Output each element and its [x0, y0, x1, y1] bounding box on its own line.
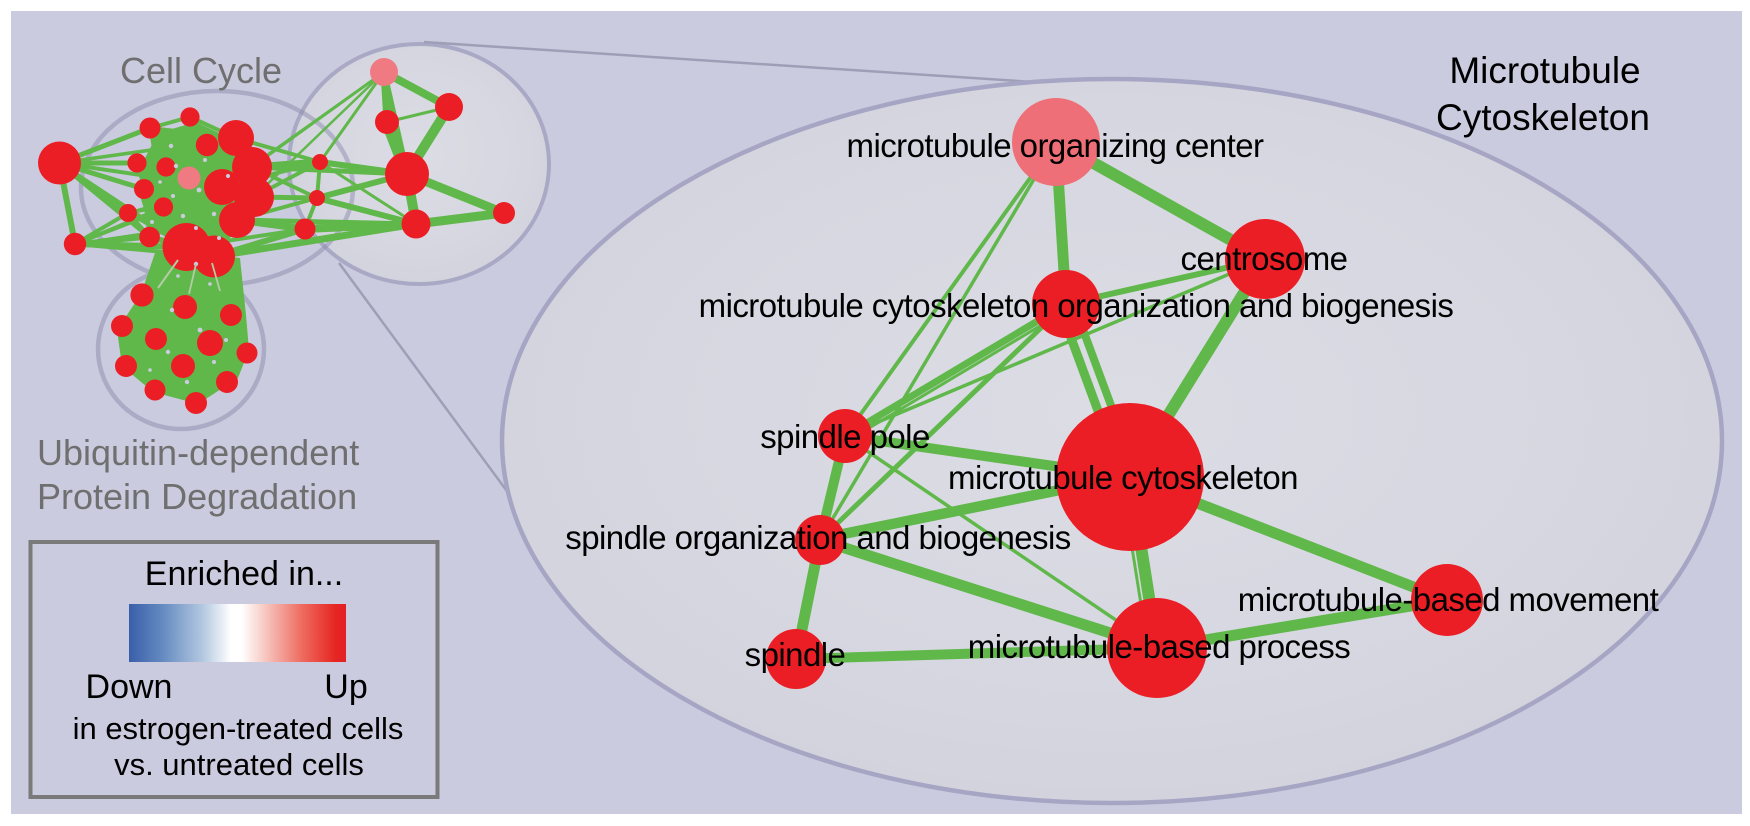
svg-text:Microtubule: Microtubule — [1449, 50, 1640, 91]
svg-text:Protein Degradation: Protein Degradation — [37, 476, 357, 517]
svg-text:Enriched in...: Enriched in... — [145, 555, 343, 593]
svg-text:in estrogen-treated cells: in estrogen-treated cells — [73, 711, 404, 746]
svg-text:microtubule cytoskeleton: microtubule cytoskeleton — [948, 459, 1298, 496]
svg-text:vs. untreated cells: vs. untreated cells — [114, 747, 364, 782]
svg-text:spindle organization and bioge: spindle organization and biogenesis — [565, 519, 1071, 556]
svg-text:Cell Cycle: Cell Cycle — [120, 50, 282, 91]
svg-text:spindle pole: spindle pole — [760, 418, 930, 455]
svg-text:Ubiquitin-dependent: Ubiquitin-dependent — [37, 432, 359, 473]
svg-text:Up: Up — [324, 668, 367, 706]
svg-text:microtubule-based movement: microtubule-based movement — [1238, 581, 1659, 618]
svg-text:centrosome: centrosome — [1181, 240, 1348, 277]
svg-text:microtubule-based process: microtubule-based process — [968, 628, 1350, 665]
svg-text:spindle: spindle — [745, 636, 846, 673]
svg-text:microtubule cytoskeleton organ: microtubule cytoskeleton organization an… — [699, 287, 1454, 324]
svg-text:microtubule organizing center: microtubule organizing center — [847, 127, 1265, 164]
svg-text:Down: Down — [86, 668, 173, 706]
svg-text:Cytoskeleton: Cytoskeleton — [1436, 97, 1650, 138]
